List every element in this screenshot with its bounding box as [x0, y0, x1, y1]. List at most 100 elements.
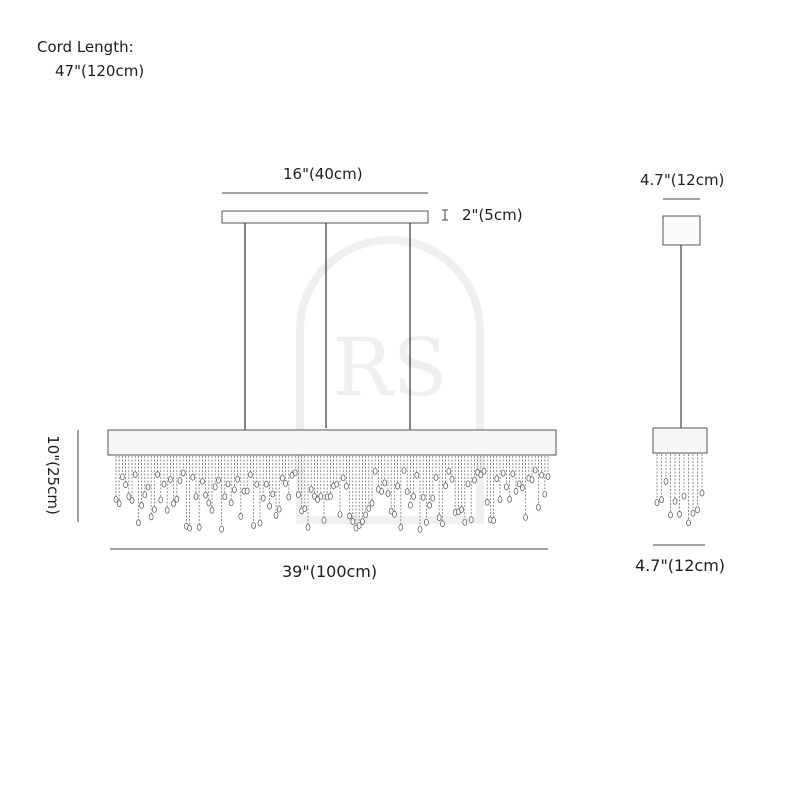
crystal-drop	[417, 526, 423, 533]
crystal-drop	[420, 494, 426, 501]
crystal-drop	[677, 510, 682, 518]
crystal-drop	[392, 510, 397, 518]
crystal-drop	[443, 482, 448, 490]
crystal-drop	[424, 518, 429, 526]
crystal-drop	[686, 519, 691, 527]
side-canopy-width-label: 4.7"(12cm)	[640, 171, 725, 189]
crystal-drop	[468, 516, 474, 524]
crystal-drop	[152, 506, 157, 513]
crystal-drop	[120, 473, 125, 481]
canopy-height-label: 2"(5cm)	[462, 206, 523, 224]
cord-length-label: Cord Length:	[37, 38, 134, 56]
crystal-drop	[315, 496, 320, 504]
crystal-drop	[308, 486, 314, 493]
crystal-drop	[695, 506, 700, 514]
crystal-drop	[180, 469, 186, 477]
crystal-drop	[350, 518, 356, 525]
cord-length-value: 47"(120cm)	[55, 62, 145, 80]
crystal-drop	[212, 483, 218, 491]
crystal-drop	[251, 522, 256, 529]
crystal-drop	[529, 476, 535, 484]
crystal-drop	[404, 488, 410, 495]
crystal-drop	[369, 499, 375, 507]
crystal-drop	[484, 498, 490, 506]
crystal-drop	[155, 471, 160, 478]
crystal-drop	[663, 478, 669, 485]
crystal-drop	[334, 480, 340, 488]
crystal-drop	[668, 511, 673, 519]
crystal-drop	[292, 469, 298, 477]
crystal-drop	[312, 492, 317, 500]
crystal-drop	[203, 491, 208, 499]
crystal-drop	[158, 496, 164, 504]
crystal-drop	[681, 492, 687, 500]
crystal-drop	[382, 479, 388, 487]
crystal-drop	[190, 473, 196, 481]
crystal-drop	[123, 481, 128, 488]
crystal-drop	[379, 488, 384, 495]
crystal-drop	[113, 496, 119, 503]
crystal-drop	[398, 524, 404, 531]
crystal-drop	[228, 499, 234, 507]
crystal-drop	[116, 500, 122, 507]
crystal-drop	[430, 494, 436, 502]
crystal-drop	[542, 490, 548, 498]
crystal-drop	[136, 519, 141, 527]
crystal-drop	[459, 506, 464, 513]
crystal-drop	[139, 502, 144, 509]
crystal-drop	[206, 499, 212, 507]
svg-text:RS: RS	[332, 321, 447, 414]
crystal-drop	[672, 497, 678, 505]
crystal-drop	[235, 475, 240, 483]
crystal-drop	[539, 471, 544, 479]
crystal-drop	[164, 506, 170, 514]
crystal-drop	[366, 505, 372, 512]
crystal-drop	[328, 493, 333, 500]
crystal-drop	[177, 477, 183, 484]
crystal-drop	[385, 490, 391, 497]
crystal-drop	[340, 474, 346, 482]
crystal-drop	[478, 471, 484, 479]
crystal-drop	[433, 474, 439, 481]
crystal-drop	[171, 500, 176, 507]
crystal-drop	[264, 480, 269, 488]
crystal-drop	[126, 493, 132, 500]
crystal-drop	[318, 492, 324, 500]
crystal-drop	[347, 512, 352, 520]
crystal-drop	[280, 474, 285, 482]
crystal-drop	[200, 477, 205, 485]
crystal-drop	[254, 480, 260, 488]
crystal-drop	[286, 493, 292, 501]
watermark-logo: RS	[296, 236, 484, 524]
crystal-drop	[436, 514, 442, 521]
crystal-drop	[449, 475, 455, 483]
crystal-drop	[168, 476, 173, 483]
crystal-drop	[174, 495, 180, 503]
front-bar-shade	[107, 429, 557, 456]
crystal-drop	[536, 504, 541, 511]
crystal-drop	[699, 489, 705, 497]
crystal-drop	[523, 514, 528, 521]
crystal-drop	[532, 466, 538, 474]
crystal-drop	[296, 491, 301, 499]
side-shade	[652, 427, 708, 454]
crystal-drop	[411, 493, 416, 500]
crystal-drop	[276, 505, 282, 513]
crystal-drop	[219, 525, 224, 533]
crystal-drop	[446, 468, 452, 475]
crystal-drop	[491, 517, 496, 524]
crystal-drop	[659, 496, 664, 504]
crystal-drop	[244, 487, 250, 495]
crystal-drop	[363, 511, 368, 519]
crystal-drop	[507, 495, 512, 503]
length-label: 39"(100cm)	[282, 562, 378, 581]
crystal-drop	[321, 516, 327, 524]
crystal-drop	[196, 523, 202, 531]
crystal-drop	[129, 497, 135, 504]
canopy-width-label: 16"(40cm)	[283, 165, 363, 183]
crystal-drop	[260, 494, 266, 502]
front-crystals	[113, 456, 551, 533]
crystal-drop	[356, 522, 362, 529]
crystal-drop	[395, 482, 400, 490]
